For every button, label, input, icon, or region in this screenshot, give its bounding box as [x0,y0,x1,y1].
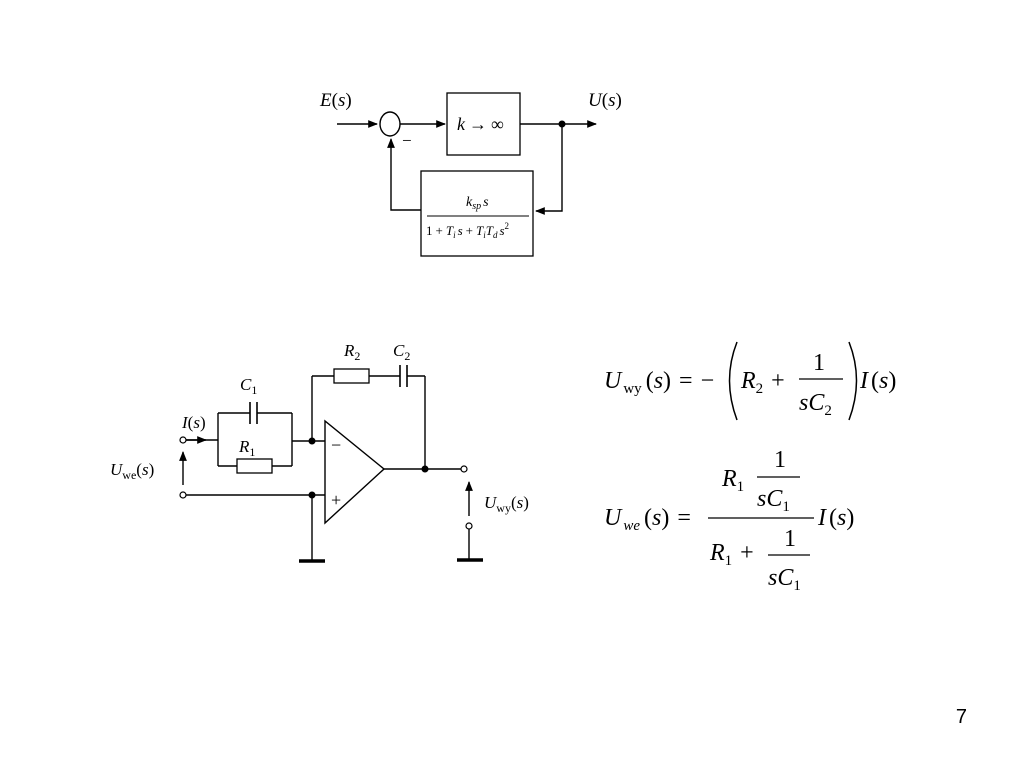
r2-resistor [333,368,370,384]
r1-resistor [236,458,273,474]
output-terminal-top [460,465,468,473]
eq2-top-num: 1 [774,447,786,473]
opamp-plus-sign: + [331,490,341,510]
eq1-left-paren [728,341,738,421]
output-junction [421,465,429,473]
output-voltage-label: Uwy(s) [484,493,529,515]
forward-gain-label: k→∞ [457,114,504,134]
r2-label: R2 [343,341,360,363]
summing-junction [379,111,401,137]
c2-label: C2 [393,341,410,363]
opamp [324,419,386,525]
feedback-path-out [387,138,421,211]
feedback-path-in [535,124,563,215]
input-voltage-label: Uwe(s) [110,460,154,482]
eq1-current: I(s) [859,368,896,394]
feedback-block [420,170,534,257]
eq1-numerator: 1 [813,350,825,376]
eq2-bot-r1: R1+ [709,540,754,569]
page-number: 7 [955,706,967,728]
eq2-bot-den: sC1 [768,565,801,594]
eq1-denominator: sC2 [799,390,832,419]
forward-gain-block [446,92,521,156]
eq1-right-paren [848,341,858,421]
opamp-minus-sign: − [331,435,341,455]
eq1-r2: R2+ [740,368,785,397]
c1-label: C1 [240,375,257,397]
output-terminal-bottom [465,522,473,530]
opamp-circuit: Uwe(s) I(s) C1 R1 [110,341,529,563]
block-output-label: U(s) [588,90,622,111]
input-terminal-top [179,436,187,444]
summing-minus-sign: − [402,131,412,150]
eq2-current: I(s) [817,505,854,531]
input-terminal-bottom [179,491,187,499]
eq2-bot-num: 1 [784,526,796,552]
eq2-top-den: sC1 [757,486,790,515]
eq2-top-r1: R1 [721,466,744,495]
r1-label: R1 [238,437,255,459]
current-label: I(s) [181,413,206,432]
block-input-label: E(s) [319,90,352,111]
